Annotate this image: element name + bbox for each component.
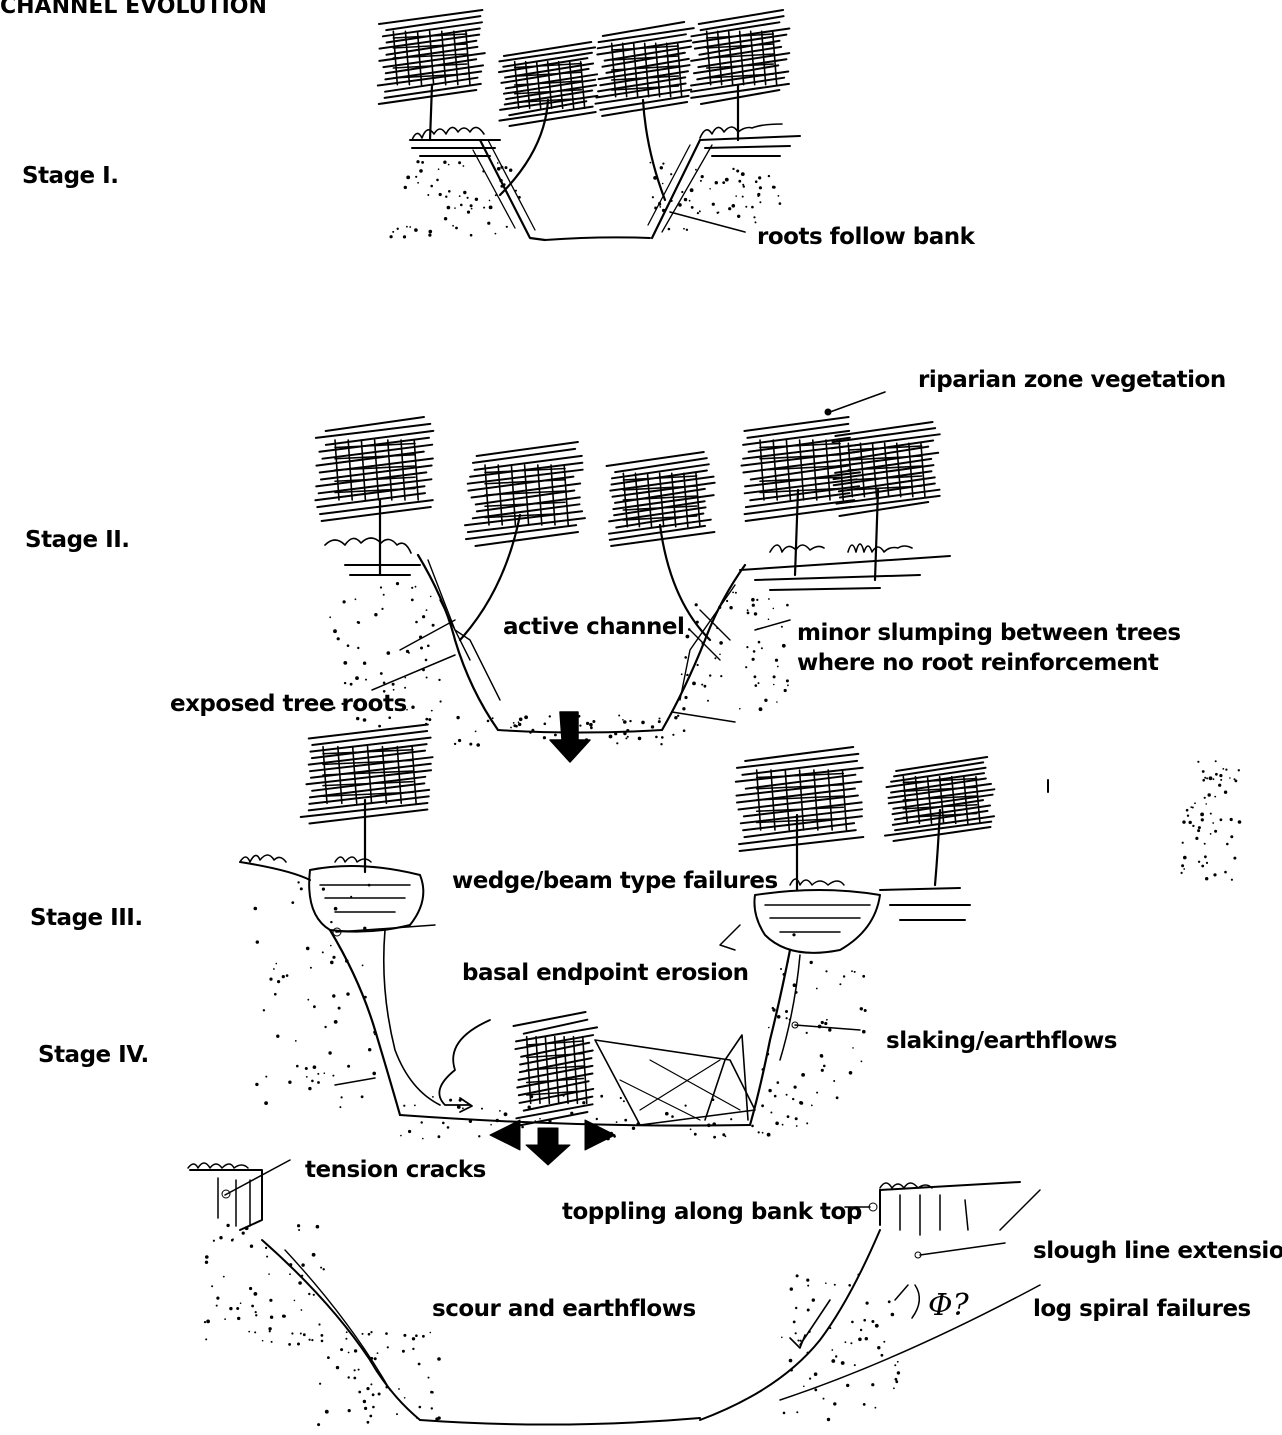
stage-1-label: Stage I.: [22, 163, 118, 189]
label-log-spiral-failures: log spiral failures: [1033, 1296, 1251, 1322]
stage-3-label: Stage III.: [30, 905, 143, 931]
stage-2-label: Stage II.: [25, 527, 130, 553]
label-wedge-beam-failures: wedge/beam type failures: [452, 868, 778, 894]
soil-stipple: [204, 160, 1241, 1426]
label-slaking-earthflows: slaking/earthflows: [886, 1028, 1117, 1054]
stage1-channel-sketch: [378, 10, 800, 240]
stage-4-label: Stage IV.: [38, 1042, 149, 1068]
label-minor-slumping-2: where no root reinforcement: [797, 650, 1158, 676]
label-riparian-zone-vegetation: riparian zone vegetation: [918, 367, 1226, 393]
label-exposed-tree-roots: exposed tree roots: [170, 691, 407, 717]
label-tension-cracks: tension cracks: [305, 1157, 486, 1183]
label-slough-line-extension: slough line extensio: [1033, 1238, 1282, 1264]
label-scour-and-earthflows: scour and earthflows: [432, 1296, 696, 1322]
label-toppling-along-bank-top: toppling along bank top: [562, 1199, 862, 1225]
phi-question-symbol: Φ?: [928, 1288, 970, 1323]
stage3-4-channel-sketch: [240, 725, 1048, 1166]
stage2-channel-sketch: [315, 417, 950, 762]
label-active-channel: active channel: [503, 614, 684, 640]
label-basal-endpoint-erosion: basal endpoint erosion: [462, 960, 749, 986]
label-roots-follow-bank: roots follow bank: [757, 224, 974, 250]
page-title: CHANNEL EVOLUTION: [0, 0, 267, 19]
label-minor-slumping-1: minor slumping between trees: [797, 620, 1181, 646]
